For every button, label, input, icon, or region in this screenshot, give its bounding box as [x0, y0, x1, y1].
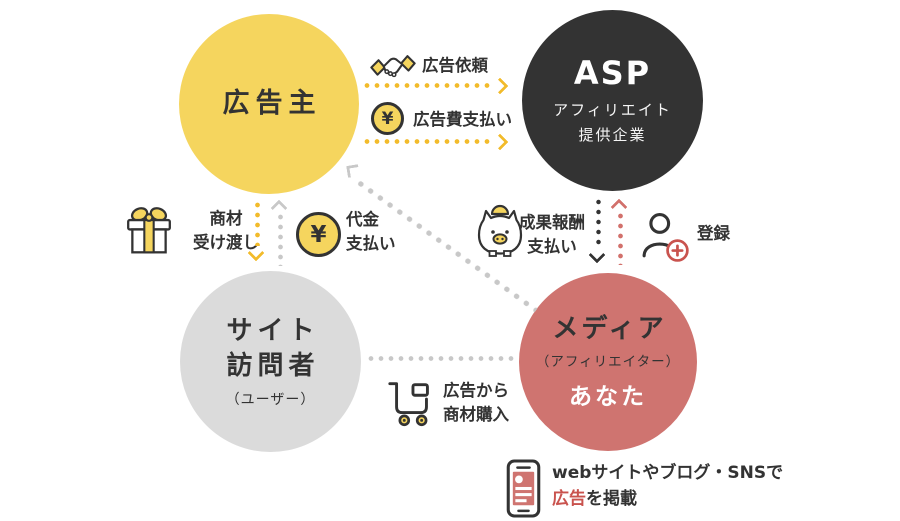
arrow-price-payment — [278, 212, 283, 266]
arrowhead-right-icon — [491, 77, 509, 95]
media-note: webサイトやブログ・SNSで 広告を掲載 — [552, 461, 783, 512]
arrow-registration — [618, 211, 623, 265]
arrow-product-handover — [255, 200, 260, 246]
node-media: メディア （アフィリエイター） あなた — [519, 273, 697, 451]
edge-label-ad-request: 広告依頼 — [422, 56, 488, 75]
edge-label-ad-fee: 広告費支払い — [413, 110, 512, 129]
gift-icon — [127, 207, 171, 254]
person-plus-icon — [642, 213, 689, 262]
note-line1: webサイトやブログ・SNSで — [552, 463, 784, 483]
asp-subtitle-line1: アフィリエイト — [553, 100, 672, 119]
arrowhead-right-icon — [491, 133, 509, 151]
advertiser-label: 広告主 — [222, 88, 322, 120]
edge-label-registration: 登録 — [697, 224, 730, 243]
arrow-ad-fee — [362, 139, 494, 144]
yen-coin-icon: ¥ — [371, 102, 404, 135]
visitor-subtitle: （ユーザー） — [225, 392, 316, 409]
media-highlight: あなた — [569, 383, 647, 410]
yen-symbol: ¥ — [310, 221, 327, 248]
visitor-label-line2: 訪問者 — [226, 351, 320, 381]
edge-label-reward-payment: 成果報酬 支払い — [519, 213, 585, 256]
arrowhead-up-icon — [610, 198, 628, 216]
node-advertiser: 広告主 — [179, 14, 359, 194]
node-visitor: サイト 訪問者 （ユーザー） — [180, 271, 361, 452]
note-line2: 広告を掲載 — [552, 487, 783, 513]
smartphone-icon — [506, 459, 541, 518]
node-asp: ASP アフィリエイト 提供企業 — [522, 10, 703, 191]
yen-symbol: ¥ — [381, 108, 394, 129]
arrowhead-down-icon — [588, 246, 606, 264]
asp-title: ASP — [573, 53, 652, 92]
edge-label-price-payment: 代金 支払い — [346, 210, 396, 253]
arrow-reward-payment — [596, 197, 601, 249]
cart-icon — [388, 382, 429, 427]
piggy-bank-icon — [477, 204, 523, 257]
asp-subtitle-line2: 提供企業 — [578, 125, 647, 144]
handshake-icon — [370, 55, 416, 78]
media-title: メディア — [552, 314, 667, 345]
edge-label-product-handover: 商材 受け渡し — [193, 209, 259, 252]
connector-visitor-media — [366, 356, 514, 361]
arrowhead-upleft-icon — [346, 164, 360, 178]
visitor-label-line1: サイト — [226, 315, 320, 346]
edge-label-purchase: 広告から 商材購入 — [443, 381, 509, 424]
note-highlight: 広告 — [552, 488, 586, 509]
arrow-ad-request — [362, 83, 494, 88]
yen-coin-icon: ¥ — [296, 212, 341, 257]
note-suffix: を掲載 — [586, 488, 637, 509]
arrowhead-up-icon — [270, 199, 288, 217]
media-subtitle: （アフィリエイター） — [535, 353, 681, 370]
